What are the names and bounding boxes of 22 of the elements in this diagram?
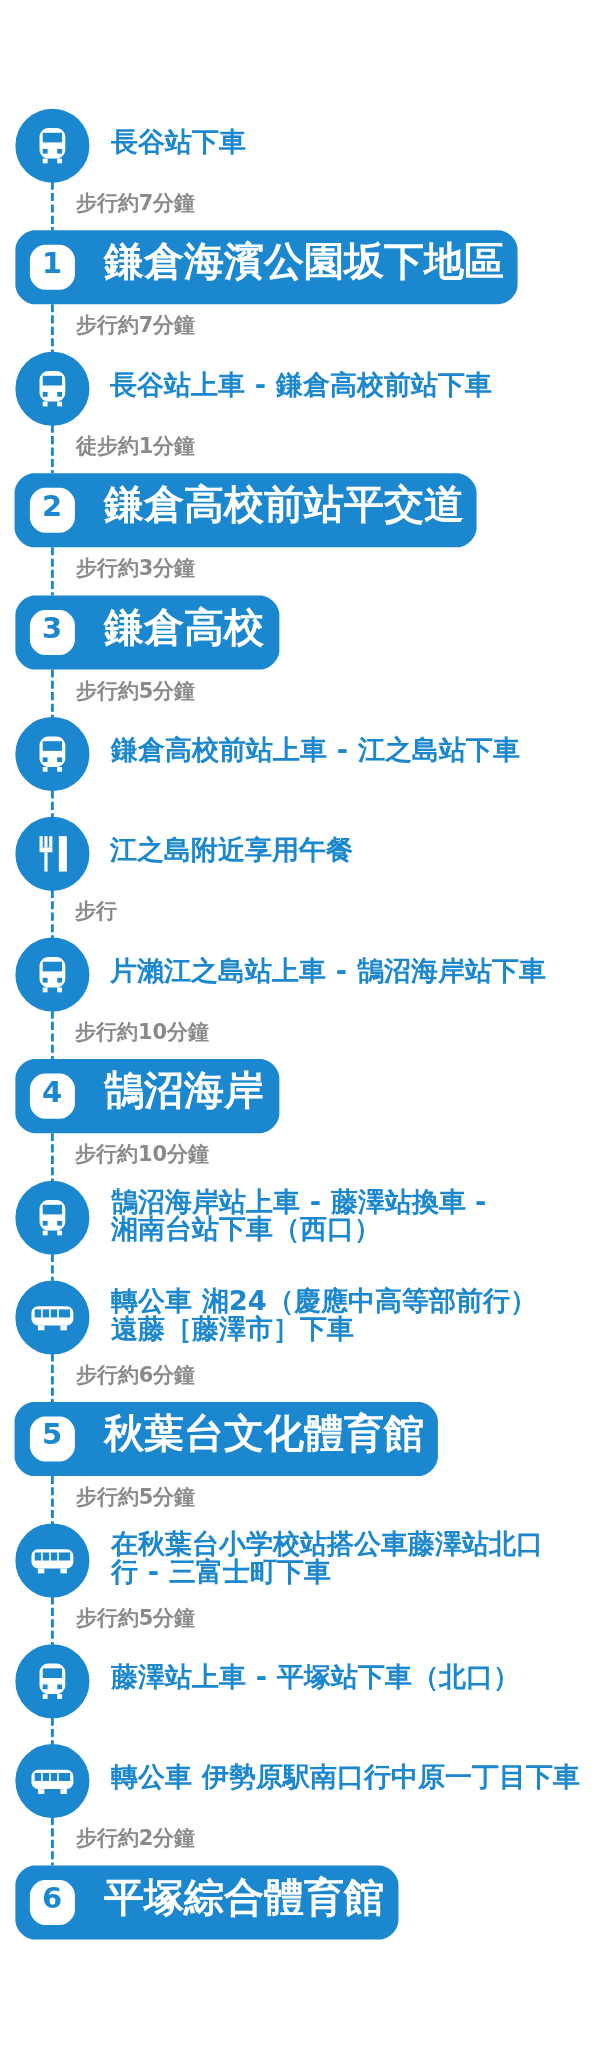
node-label: 轉公車 湘24（慶應中高等部前行）遠藤［藤澤市］下車 xyxy=(111,1284,537,1344)
node-label: 在秋葉台小学校站搭公車藤澤站北口行 - 三富士町下車 xyxy=(111,1527,544,1587)
edge-label: 步行約10分鐘 xyxy=(74,1141,210,1166)
edge-label: 徒步約1分鐘 xyxy=(75,433,196,458)
node-label: 長谷站上車 - 鎌倉高校前站下車 xyxy=(110,368,492,400)
edge-label: 步行約5分鐘 xyxy=(75,1605,196,1630)
node-label: 鵠沼海岸站上車 - 藤澤站換車 - 湘南台站下車（西口） xyxy=(111,1185,487,1244)
edge-label: 步行約5分鐘 xyxy=(75,1484,196,1509)
node-label: 轉公車 伊勢原駅南口行中原一丁目下車 xyxy=(111,1760,580,1792)
node-label: 藤澤站上車 - 平塚站下車（北口） xyxy=(111,1660,520,1692)
edge-label: 步行約5分鐘 xyxy=(75,678,196,703)
node-label: 長谷站下車 xyxy=(111,125,247,157)
node-label: 鎌倉高校前站上車 - 江之島站下車 xyxy=(111,733,520,765)
edge-label: 步行約10分鐘 xyxy=(74,1019,210,1044)
edge-label: 步行約6分鐘 xyxy=(75,1362,196,1387)
edge-label: 步行約7分鐘 xyxy=(75,312,196,337)
edge-label: 步行約7分鐘 xyxy=(75,190,196,215)
edge-label: 步行 xyxy=(74,898,117,923)
edge-label: 步行約3分鐘 xyxy=(75,555,196,580)
node-label: 片瀨江之島站上車 - 鵠沼海岸站下車 xyxy=(110,954,546,986)
edge-label: 步行約2分鐘 xyxy=(75,1825,196,1850)
node-label: 江之島附近享用午餐 xyxy=(110,833,354,865)
